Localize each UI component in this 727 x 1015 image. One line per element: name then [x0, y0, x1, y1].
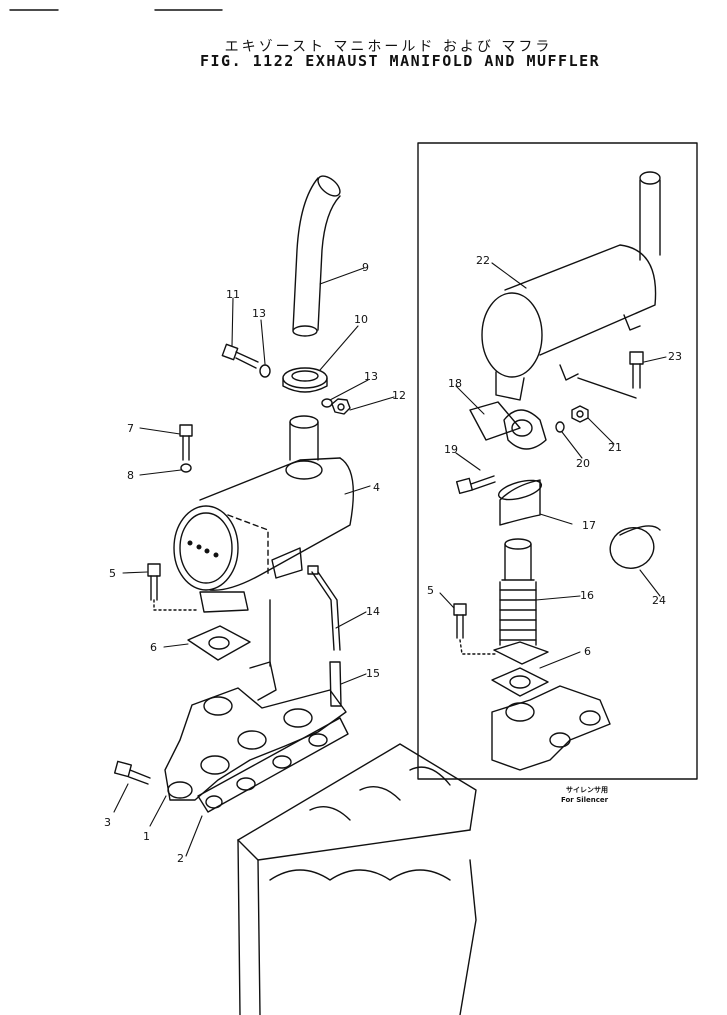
silencer-inset-frame [417, 142, 698, 780]
callout-17: 17 [582, 519, 596, 532]
callout-5: 5 [427, 584, 434, 597]
nut [331, 398, 351, 415]
washer [321, 398, 333, 408]
exhaust-manifold [491, 685, 611, 771]
figure-title-japanese: エキゾースト マニホールド および マフラ [224, 39, 553, 55]
callout-18: 18 [448, 377, 462, 390]
flexible-pipe [493, 538, 549, 665]
muffler-body [173, 415, 355, 613]
bolt [221, 343, 259, 369]
bolt [113, 760, 151, 785]
callout-12: 12 [392, 389, 406, 402]
washer [555, 421, 565, 433]
inset-note-japanese: サイレンサ用 [566, 786, 608, 794]
callout-3: 3 [104, 816, 111, 829]
callout-20: 20 [576, 457, 590, 470]
figure-title: FIG. 1122 EXHAUST MANIFOLD AND MUFFLER [200, 52, 601, 70]
callout-14: 14 [366, 605, 380, 618]
callout-5: 5 [109, 567, 116, 580]
leader-lines [113, 262, 667, 857]
bolt [179, 424, 193, 461]
callout-24: 24 [652, 594, 666, 607]
callout-15: 15 [366, 667, 380, 680]
tail-pipe [292, 175, 341, 337]
exhaust-manifold [164, 599, 347, 801]
pipe-clamp [282, 367, 328, 393]
callout-13: 13 [252, 307, 266, 320]
bolt [453, 603, 467, 639]
callout-23: 23 [668, 350, 682, 363]
callout-10: 10 [354, 313, 368, 326]
gasket [187, 625, 251, 661]
inset-note: For Silencer [561, 796, 609, 804]
callout-8: 8 [127, 469, 134, 482]
bolt [455, 475, 496, 495]
leader-line [153, 599, 197, 611]
callout-4: 4 [373, 481, 380, 494]
callout-2: 2 [177, 852, 184, 865]
manifold-gasket [197, 717, 349, 813]
clamp [469, 401, 547, 450]
callout-13: 13 [364, 370, 378, 383]
callout-19: 19 [444, 443, 458, 456]
callout-9: 9 [362, 261, 369, 274]
nut [571, 405, 589, 423]
elbow-pipe [497, 479, 543, 526]
breather-pipe [307, 565, 341, 651]
washer [259, 364, 271, 378]
leader-line [459, 639, 497, 655]
gasket [491, 667, 549, 697]
callout-1: 1 [143, 830, 150, 843]
callout-7: 7 [127, 422, 134, 435]
callout-22: 22 [476, 254, 490, 267]
callout-6: 6 [150, 641, 157, 654]
bolt [147, 563, 161, 601]
silencer [481, 171, 661, 401]
hose [329, 661, 342, 707]
callout-11: 11 [226, 288, 240, 301]
cylinder-head [237, 743, 477, 1015]
washer [180, 463, 192, 473]
wire-ring [609, 525, 661, 569]
bolt [629, 351, 644, 389]
callout-16: 16 [580, 589, 594, 602]
callout-21: 21 [608, 441, 622, 454]
callout-6: 6 [584, 645, 591, 658]
